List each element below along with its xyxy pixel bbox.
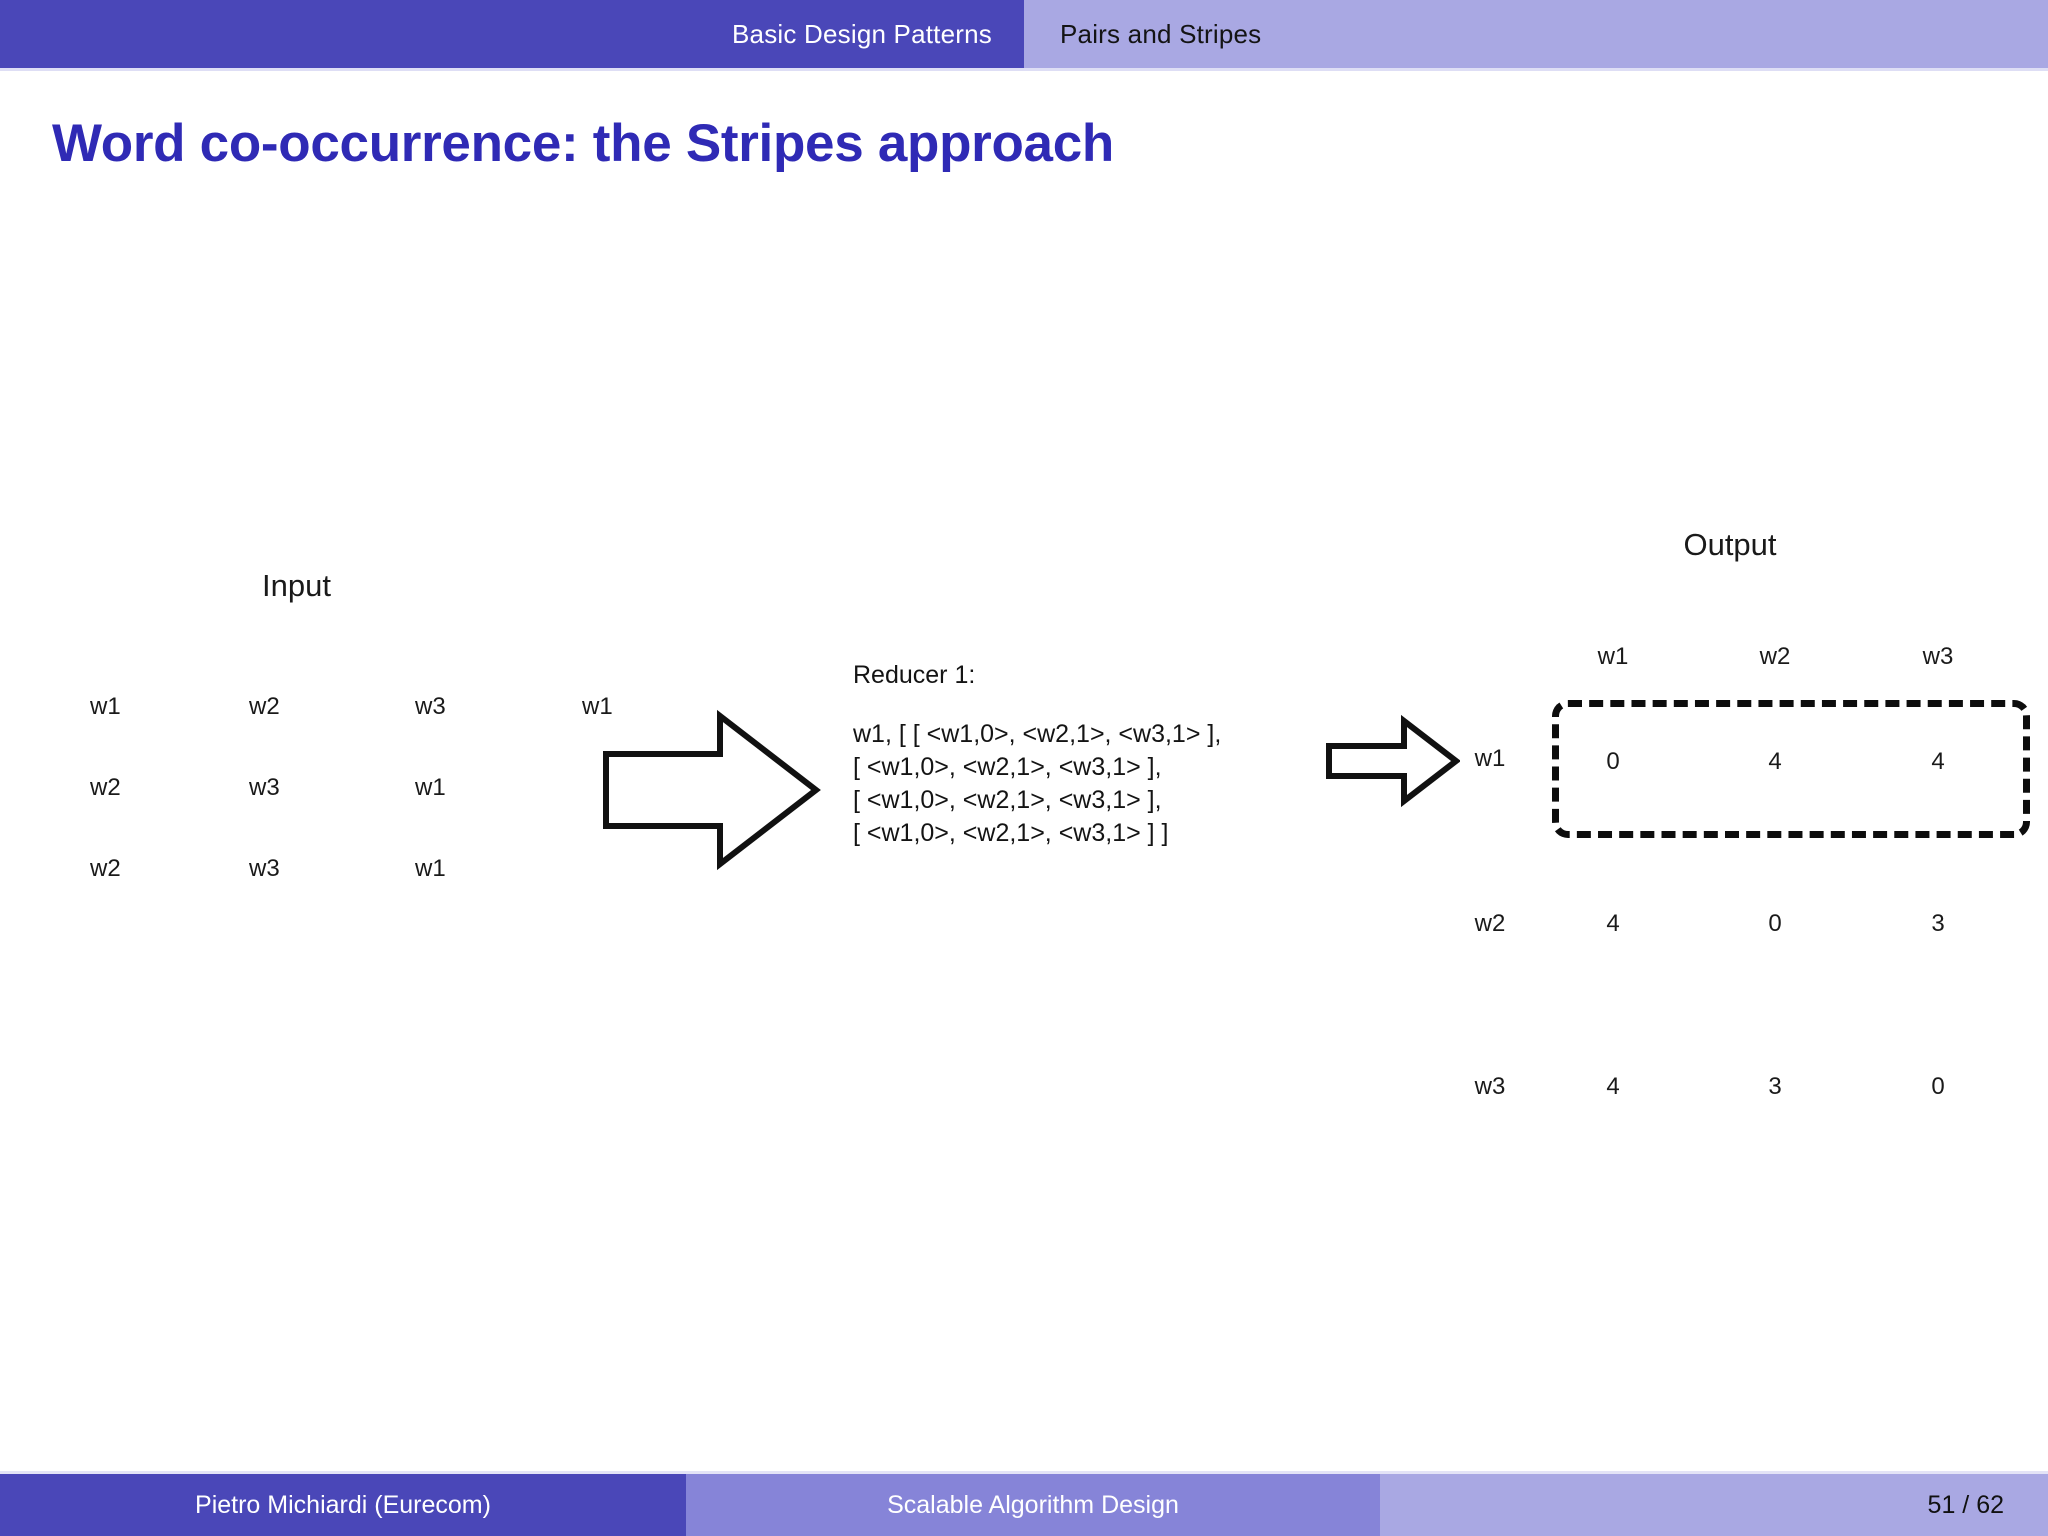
input-cell: w2 <box>90 774 121 801</box>
input-cell: w2 <box>90 855 121 882</box>
output-row-header: w3 <box>1474 1073 1506 1100</box>
input-cell: w3 <box>249 855 280 882</box>
output-col-header: w2 <box>1759 643 1791 670</box>
footer-bar: Pietro Michiardi (Eurecom) Scalable Algo… <box>0 1474 2048 1536</box>
output-row-header: w1 <box>1474 745 1506 772</box>
output-label: Output <box>1683 527 1777 562</box>
output-cell: 4 <box>1931 748 1945 775</box>
input-cell: w3 <box>415 693 446 720</box>
output-col-header: w1 <box>1597 643 1629 670</box>
input-cell: w1 <box>90 693 121 720</box>
output-cell: 4 <box>1606 910 1620 937</box>
footer-page-number: 51 / 62 <box>1380 1474 2048 1536</box>
header-divider <box>0 68 2048 71</box>
input-cell: w3 <box>249 774 280 801</box>
reducer-output-text: Reducer 1: w1, [ [ <w1,0>, <w2,1>, <w3,1… <box>853 663 1221 850</box>
output-cell: 4 <box>1606 1073 1620 1100</box>
right-arrow-small-icon <box>1326 714 1461 813</box>
output-cell: 3 <box>1931 910 1945 937</box>
output-cell: 3 <box>1768 1073 1782 1100</box>
reducer-line: [ <w1,0>, <w2,1>, <w3,1> ], <box>853 753 1162 781</box>
nav-tab-subsection[interactable]: Pairs and Stripes <box>1024 0 1298 68</box>
right-arrow-large-icon <box>602 706 822 879</box>
output-cell: 0 <box>1606 748 1620 775</box>
footer-author: Pietro Michiardi (Eurecom) <box>0 1474 686 1536</box>
reducer-line: w1, [ [ <w1,0>, <w2,1>, <w3,1> ], <box>853 720 1222 748</box>
input-label: Input <box>262 568 331 603</box>
output-cell: 4 <box>1768 748 1782 775</box>
input-cell: w2 <box>249 693 280 720</box>
footer-divider <box>0 1471 2048 1474</box>
highlight-dashed-box <box>1552 700 2030 838</box>
footer-course-title: Scalable Algorithm Design <box>686 1474 1380 1536</box>
output-col-header: w3 <box>1922 643 1954 670</box>
input-cell: w1 <box>415 855 446 882</box>
input-cell: w1 <box>582 693 613 720</box>
page-title: Word co-occurrence: the Stripes approach <box>52 114 1114 173</box>
header-navbar: Basic Design Patterns Pairs and Stripes <box>0 0 2048 68</box>
reducer-line: [ <w1,0>, <w2,1>, <w3,1> ], <box>853 786 1162 814</box>
output-cell: 0 <box>1931 1073 1945 1100</box>
output-row-header: w2 <box>1474 910 1506 937</box>
reducer-heading: Reducer 1: <box>853 661 976 689</box>
nav-tab-section[interactable]: Basic Design Patterns <box>0 0 1024 68</box>
reducer-line: [ <w1,0>, <w2,1>, <w3,1> ] ] <box>853 819 1169 847</box>
output-cell: 0 <box>1768 910 1782 937</box>
input-cell: w1 <box>415 774 446 801</box>
